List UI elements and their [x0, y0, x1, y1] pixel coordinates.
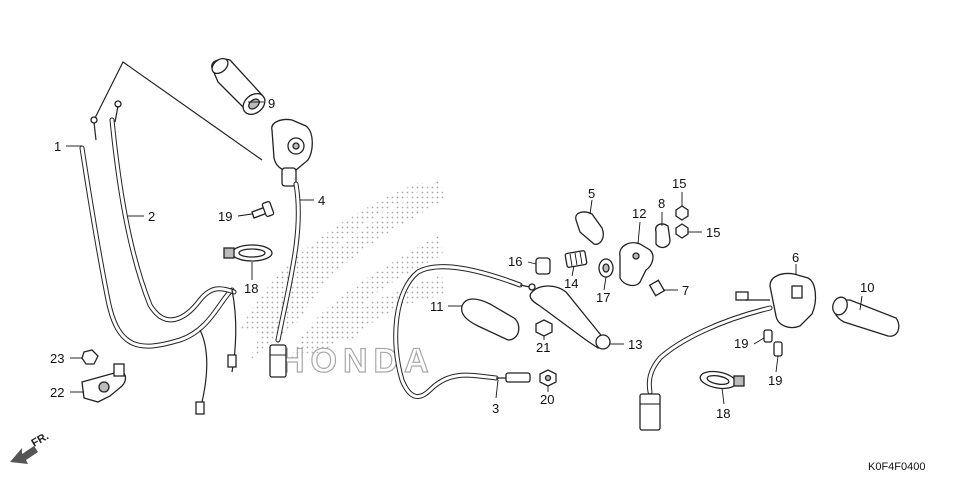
callout-21: 21	[536, 340, 550, 355]
throttle-switch-harness[interactable]	[269, 181, 301, 378]
clutch-cable[interactable]	[393, 264, 536, 399]
pivot-bolt-21[interactable]	[535, 319, 553, 337]
bolt-15-lower[interactable]	[675, 223, 689, 239]
callout-5: 5	[588, 186, 595, 201]
callout-11: 11	[430, 299, 444, 314]
callout-18-right: 18	[716, 406, 730, 421]
lever-holder[interactable]	[619, 242, 654, 287]
callout-4: 4	[318, 193, 325, 208]
honda-wing-watermark: HONDA	[240, 180, 445, 381]
clutch-switch[interactable]	[648, 279, 666, 297]
screw-19-upper-right[interactable]	[763, 329, 773, 343]
callout-22: 22	[50, 385, 64, 400]
cable-guide-bracket[interactable]	[81, 363, 127, 403]
clutch-lever[interactable]	[529, 285, 611, 350]
callout-15-lower: 15	[706, 225, 720, 240]
callout-3: 3	[492, 401, 499, 416]
callout-7: 7	[682, 283, 689, 298]
lock-nut-17[interactable]	[598, 258, 614, 278]
diagram-code: K0F4F0400	[868, 461, 925, 473]
callout-19-mid: 19	[734, 336, 748, 351]
bolt-15-upper[interactable]	[675, 205, 689, 221]
callout-19-bottom: 19	[768, 373, 782, 388]
callout-19-left: 19	[218, 209, 232, 224]
callout-17: 17	[596, 290, 610, 305]
callout-12: 12	[632, 206, 646, 221]
nut-20[interactable]	[539, 369, 557, 387]
callout-10: 10	[860, 280, 874, 295]
throttle-grip[interactable]	[209, 56, 269, 119]
dust-boot[interactable]	[460, 298, 520, 341]
holder-cover[interactable]	[575, 211, 604, 245]
callout-2: 2	[148, 209, 155, 224]
leader-lines	[66, 101, 863, 405]
honda-watermark-text: HONDA	[280, 342, 435, 380]
front-direction-marker: FR.	[10, 430, 51, 464]
callout-1: 1	[54, 139, 61, 154]
left-handlebar-switch[interactable]	[735, 272, 817, 329]
callout-23: 23	[50, 351, 64, 366]
cable-band-right[interactable]	[699, 369, 745, 391]
throttle-cables[interactable]	[79, 61, 263, 415]
callout-14: 14	[564, 276, 578, 291]
callout-13: 13	[628, 337, 642, 352]
callout-15-upper: 15	[672, 176, 686, 191]
callout-8: 8	[658, 196, 665, 211]
callout-6: 6	[792, 250, 799, 265]
callout-20: 20	[540, 392, 554, 407]
callout-labels: 1 2 3 4 5 6 7 8 9 10 11 12 13 14 15 15 1…	[50, 96, 874, 421]
collar-16[interactable]	[535, 257, 551, 275]
cable-adjuster[interactable]	[564, 250, 588, 268]
bolt-23[interactable]	[81, 349, 99, 365]
left-switch-harness[interactable]	[639, 299, 773, 431]
callout-9: 9	[268, 96, 275, 111]
holder-clamp[interactable]	[655, 223, 671, 249]
left-grip[interactable]	[830, 295, 900, 337]
screw-19-lower-right[interactable]	[773, 341, 783, 357]
throttle-housing[interactable]	[271, 118, 313, 187]
front-marker-label: FR.	[30, 430, 51, 449]
callout-16: 16	[508, 254, 522, 269]
cable-band-left[interactable]	[223, 244, 273, 262]
callout-18-left: 18	[244, 281, 258, 296]
screw-19-left[interactable]	[251, 200, 275, 219]
